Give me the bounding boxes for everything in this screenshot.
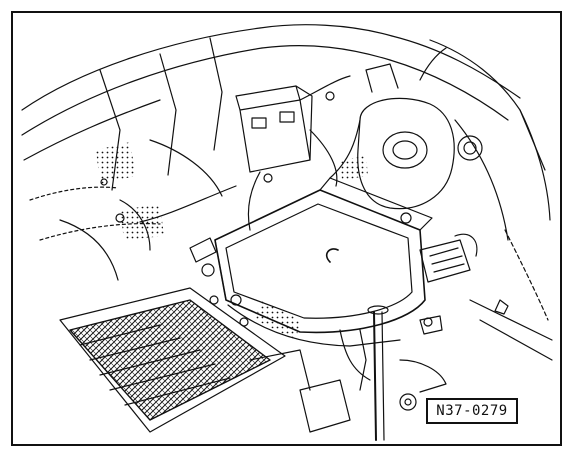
module-connector [419, 233, 478, 283]
dipstick [367, 305, 389, 441]
air-intake-grille [59, 287, 286, 433]
strut-tower [429, 39, 553, 361]
figure-frame [11, 11, 562, 446]
fasteners [100, 91, 433, 327]
reservoir-tank [357, 47, 455, 210]
battery-box [235, 85, 313, 173]
figure-reference-label: N37-0279 [426, 398, 518, 424]
body-panel-contours [21, 24, 521, 241]
textured-surfaces [96, 142, 368, 340]
lower-bracket [249, 315, 447, 433]
